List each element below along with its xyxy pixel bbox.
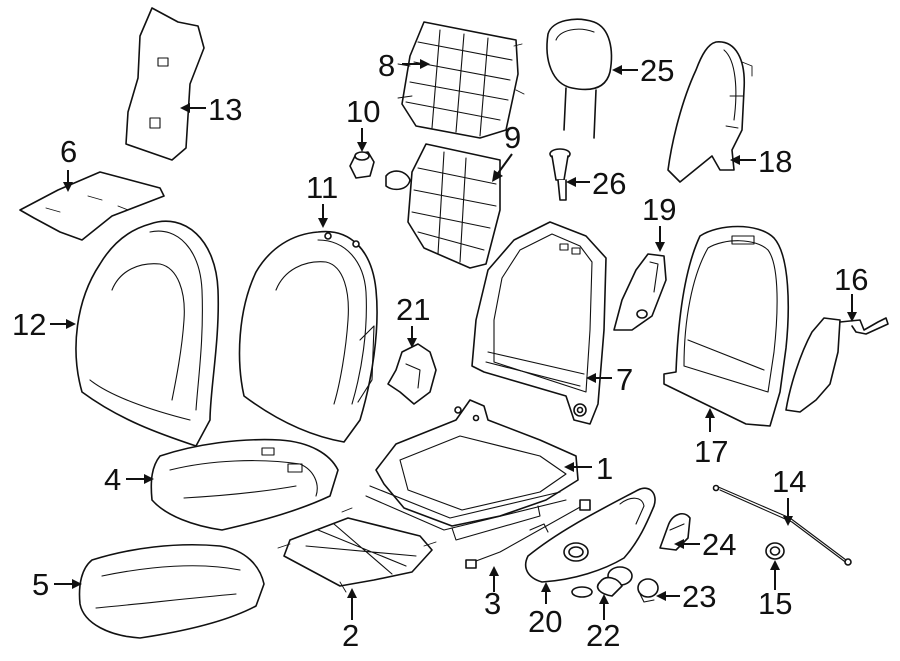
- callout-7-arrow: [586, 373, 596, 383]
- callout-6-arrow: [63, 182, 73, 192]
- part-10-bushing: [349, 151, 375, 179]
- callout-1-arrow: [564, 462, 574, 472]
- callout-19-arrow: [655, 242, 665, 252]
- part-21-bracket: [387, 343, 437, 405]
- callout-16-arrow: [847, 312, 857, 322]
- part-13-insulation-pad: [125, 7, 205, 161]
- part-8-spring-mat-upper: [397, 21, 525, 139]
- callout-17-label: 17: [694, 434, 728, 469]
- callout-2-arrow: [347, 588, 357, 598]
- part-7-back-frame: [471, 221, 607, 425]
- callout-15-label: 15: [758, 586, 792, 621]
- callout-8-arrow: [420, 59, 430, 69]
- callout-13-label: 13: [208, 92, 242, 127]
- callout-26-arrow: [566, 177, 576, 187]
- callout-18-label: 18: [758, 144, 792, 179]
- callout-2-label: 2: [342, 618, 359, 653]
- part-19-side-trim: [613, 253, 667, 331]
- callout-12-label: 12: [12, 307, 46, 342]
- callout-12-arrow: [66, 319, 76, 329]
- part-23-cap: [637, 578, 659, 603]
- callout-6-label: 6: [60, 134, 77, 169]
- callout-21-arrow: [407, 338, 417, 348]
- part-16-bolster-trim: [785, 317, 889, 413]
- callout-25-label: 25: [640, 53, 674, 88]
- callout-17-arrow: [705, 408, 715, 418]
- part-11-back-trim: [238, 230, 378, 443]
- callout-25-arrow: [612, 65, 622, 75]
- part-12-back-cover: [75, 220, 220, 447]
- callout-20-label: 20: [528, 604, 562, 639]
- callout-22-label: 22: [586, 618, 620, 653]
- callout-10-arrow: [357, 142, 367, 152]
- callout-26-label: 26: [592, 166, 626, 201]
- callout-9-label: 9: [504, 120, 521, 155]
- callout-7-label: 7: [616, 362, 633, 397]
- callout-5-label: 5: [32, 567, 49, 602]
- callout-14-arrow: [783, 516, 793, 526]
- callout-21-label: 21: [396, 292, 430, 327]
- callout-9-leader: [495, 153, 513, 177]
- callout-11-arrow: [318, 218, 328, 228]
- part-2-seat-spring-mat: [277, 507, 437, 593]
- part-6-cushion-pad: [19, 171, 165, 241]
- callout-3-arrow: [489, 566, 499, 576]
- part-15-grommet: [765, 542, 785, 560]
- part-18-side-panel: [667, 41, 753, 183]
- callout-22-arrow: [599, 594, 609, 604]
- callout-14-label: 14: [772, 464, 806, 499]
- callout-20-arrow: [541, 582, 551, 592]
- part-22-knob: [571, 566, 633, 598]
- callout-5-arrow: [72, 579, 82, 589]
- part-4-cushion-cover: [150, 438, 339, 531]
- part-9-spring-mat-lower: [385, 143, 501, 269]
- callout-24-label: 24: [702, 527, 736, 562]
- callout-18-arrow: [730, 155, 740, 165]
- callout-4-arrow: [144, 474, 154, 484]
- callout-19-label: 19: [642, 192, 676, 227]
- part-26-headrest-guide: [549, 148, 571, 201]
- callout-1-label: 1: [596, 451, 613, 486]
- callout-8-label: 8: [378, 48, 395, 83]
- part-3-harness: [465, 499, 591, 569]
- part-17-back-shell: [663, 225, 789, 427]
- part-25-headrest: [546, 18, 613, 139]
- callout-9-arrow: [492, 170, 503, 182]
- callout-13-arrow: [180, 103, 190, 113]
- callout-16-label: 16: [834, 262, 868, 297]
- part-1-seat-frame: [365, 399, 579, 541]
- callout-23-label: 23: [682, 579, 716, 614]
- part-5-cushion-foam: [78, 544, 265, 639]
- part-20-side-shield: [524, 487, 656, 583]
- callout-23-arrow: [656, 591, 666, 601]
- callout-24-arrow: [674, 539, 684, 549]
- callout-10-label: 10: [346, 94, 380, 129]
- callout-15-arrow: [770, 560, 780, 570]
- callout-11-label: 11: [306, 170, 338, 205]
- callout-3-label: 3: [484, 586, 501, 621]
- callout-4-label: 4: [104, 462, 121, 497]
